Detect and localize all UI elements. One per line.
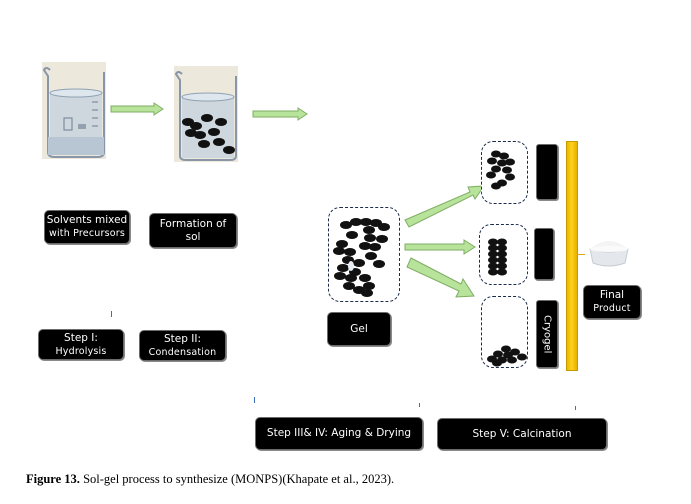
arrow-down-right-icon <box>406 257 475 298</box>
gel-label: Gel <box>327 312 391 346</box>
tick-mark <box>254 397 255 403</box>
figure-caption-label: Figure 13. <box>26 472 80 486</box>
solvents-mixed-label: Solvents mixed with Precursors <box>44 210 130 244</box>
figure-caption: Figure 13. Sol-gel process to synthesize… <box>26 472 394 487</box>
connector-line <box>577 254 585 255</box>
tick-mark <box>111 311 112 317</box>
dried-product-label <box>536 144 558 200</box>
step-3-4-aging-drying-label: Step III& IV: Aging & Drying <box>255 417 423 450</box>
cryogel-label: Cryogel <box>536 300 558 368</box>
gel-network-image <box>328 207 400 302</box>
step-2-condensation-label: Step II: Condensation <box>139 330 226 361</box>
figure-caption-text: Sol-gel process to synthesize (MONPS)(Kh… <box>79 472 395 486</box>
arrow-up-right-icon <box>404 185 485 228</box>
step-5-calcination-label: Step V: Calcination <box>437 418 607 450</box>
particle-stack-image <box>479 224 528 285</box>
arrow-right-icon <box>404 239 476 255</box>
step-1-hydrolysis-label: Step I: Hydrolysis <box>38 329 124 360</box>
particle-cluster-image <box>481 141 528 204</box>
calcination-bar <box>566 141 578 371</box>
formation-of-sol-label: Formation of sol <box>149 213 237 248</box>
tick-mark <box>575 406 576 410</box>
final-product-label: Final Product <box>583 285 641 319</box>
dried-product-label <box>534 228 554 280</box>
tick-mark <box>419 403 420 407</box>
arrow-right-icon <box>110 102 164 116</box>
powder-bowl-image <box>588 235 630 269</box>
beaker-clear-image <box>42 62 106 159</box>
arrow-right-icon <box>252 107 308 121</box>
settled-particles-image <box>481 296 528 368</box>
beaker-with-particles-image <box>174 66 238 162</box>
